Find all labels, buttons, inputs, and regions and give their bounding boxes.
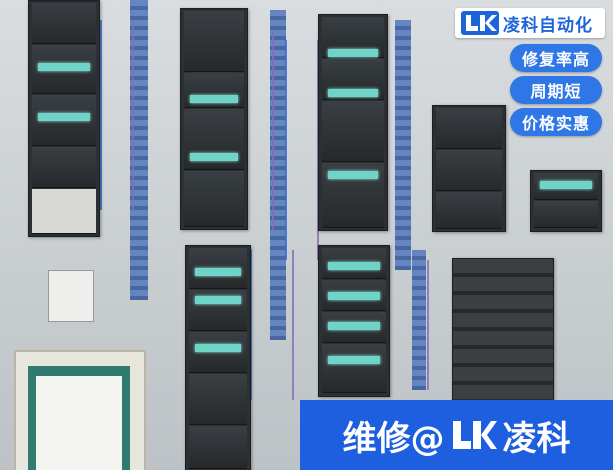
plc-rack (432, 105, 506, 232)
brand-name: 凌科自动化 (503, 15, 593, 36)
wire-bundle (285, 40, 319, 260)
cable-duct (130, 0, 148, 300)
status-led (328, 171, 378, 179)
plc-module (189, 248, 247, 289)
badge-short-cycle: 周期短 (510, 76, 602, 104)
plc-module (189, 374, 247, 425)
terminal-rack (452, 258, 554, 410)
cable-duct (270, 10, 286, 340)
wire-bundle (245, 30, 274, 230)
status-led (328, 89, 378, 97)
plc-rack (185, 245, 251, 470)
banner-suffix: 凌科 (502, 418, 571, 459)
plc-rack (530, 170, 602, 232)
lk-logo-icon (461, 11, 499, 35)
plc-module (436, 150, 502, 191)
plc-module (534, 173, 598, 200)
status-led (190, 95, 238, 103)
repair-banner: 维修@ 凌科 (300, 400, 613, 470)
hmi-screen (28, 366, 130, 470)
plc-module (322, 312, 386, 343)
badge-affordable: 价格实惠 (510, 108, 602, 136)
plc-module (322, 344, 386, 393)
plc-module (322, 163, 384, 228)
status-led (38, 113, 90, 121)
wire-bundle (250, 250, 294, 400)
brand-badge: 凌科自动化 (455, 8, 605, 38)
plc-module (32, 45, 96, 94)
plc-module (534, 201, 598, 228)
plc-module (184, 73, 244, 108)
status-led (328, 262, 380, 270)
lk-logo-icon (452, 421, 497, 449)
status-led (190, 153, 238, 161)
cable-duct (395, 20, 411, 270)
plc-module (322, 59, 384, 100)
status-led (328, 356, 380, 364)
plc-module (322, 101, 384, 162)
plc-rack (180, 8, 248, 230)
status-led (195, 296, 241, 304)
status-led (328, 49, 378, 57)
badge-repair-rate: 修复率高 (510, 44, 602, 72)
plc-module (322, 17, 384, 58)
plc-module (189, 332, 247, 373)
status-led (195, 344, 241, 352)
banner-prefix: 维修@ (342, 418, 445, 459)
plc-module (184, 109, 244, 170)
plc-module (189, 426, 247, 469)
plc-module (32, 95, 96, 146)
plc-module (436, 108, 502, 149)
plc-rack (318, 245, 390, 397)
wire-bundle (100, 20, 134, 210)
plc-module (32, 189, 96, 234)
plc-module (32, 3, 96, 44)
circuit-breaker (48, 270, 94, 322)
status-led (195, 268, 241, 276)
cable-duct (412, 250, 426, 390)
status-led (540, 181, 592, 189)
plc-rack (28, 0, 100, 237)
plc-rack (318, 14, 388, 231)
hmi-display (36, 376, 122, 470)
plc-module (436, 192, 502, 229)
plc-module (184, 171, 244, 227)
status-led (328, 292, 380, 300)
hmi-panel (14, 350, 146, 470)
plc-module (189, 290, 247, 331)
plc-module (32, 147, 96, 188)
plc-module (184, 11, 244, 83)
status-led (38, 63, 90, 71)
plc-module (322, 280, 386, 311)
wire-bundle (385, 260, 429, 390)
status-led (328, 322, 380, 330)
plc-module (322, 248, 386, 279)
